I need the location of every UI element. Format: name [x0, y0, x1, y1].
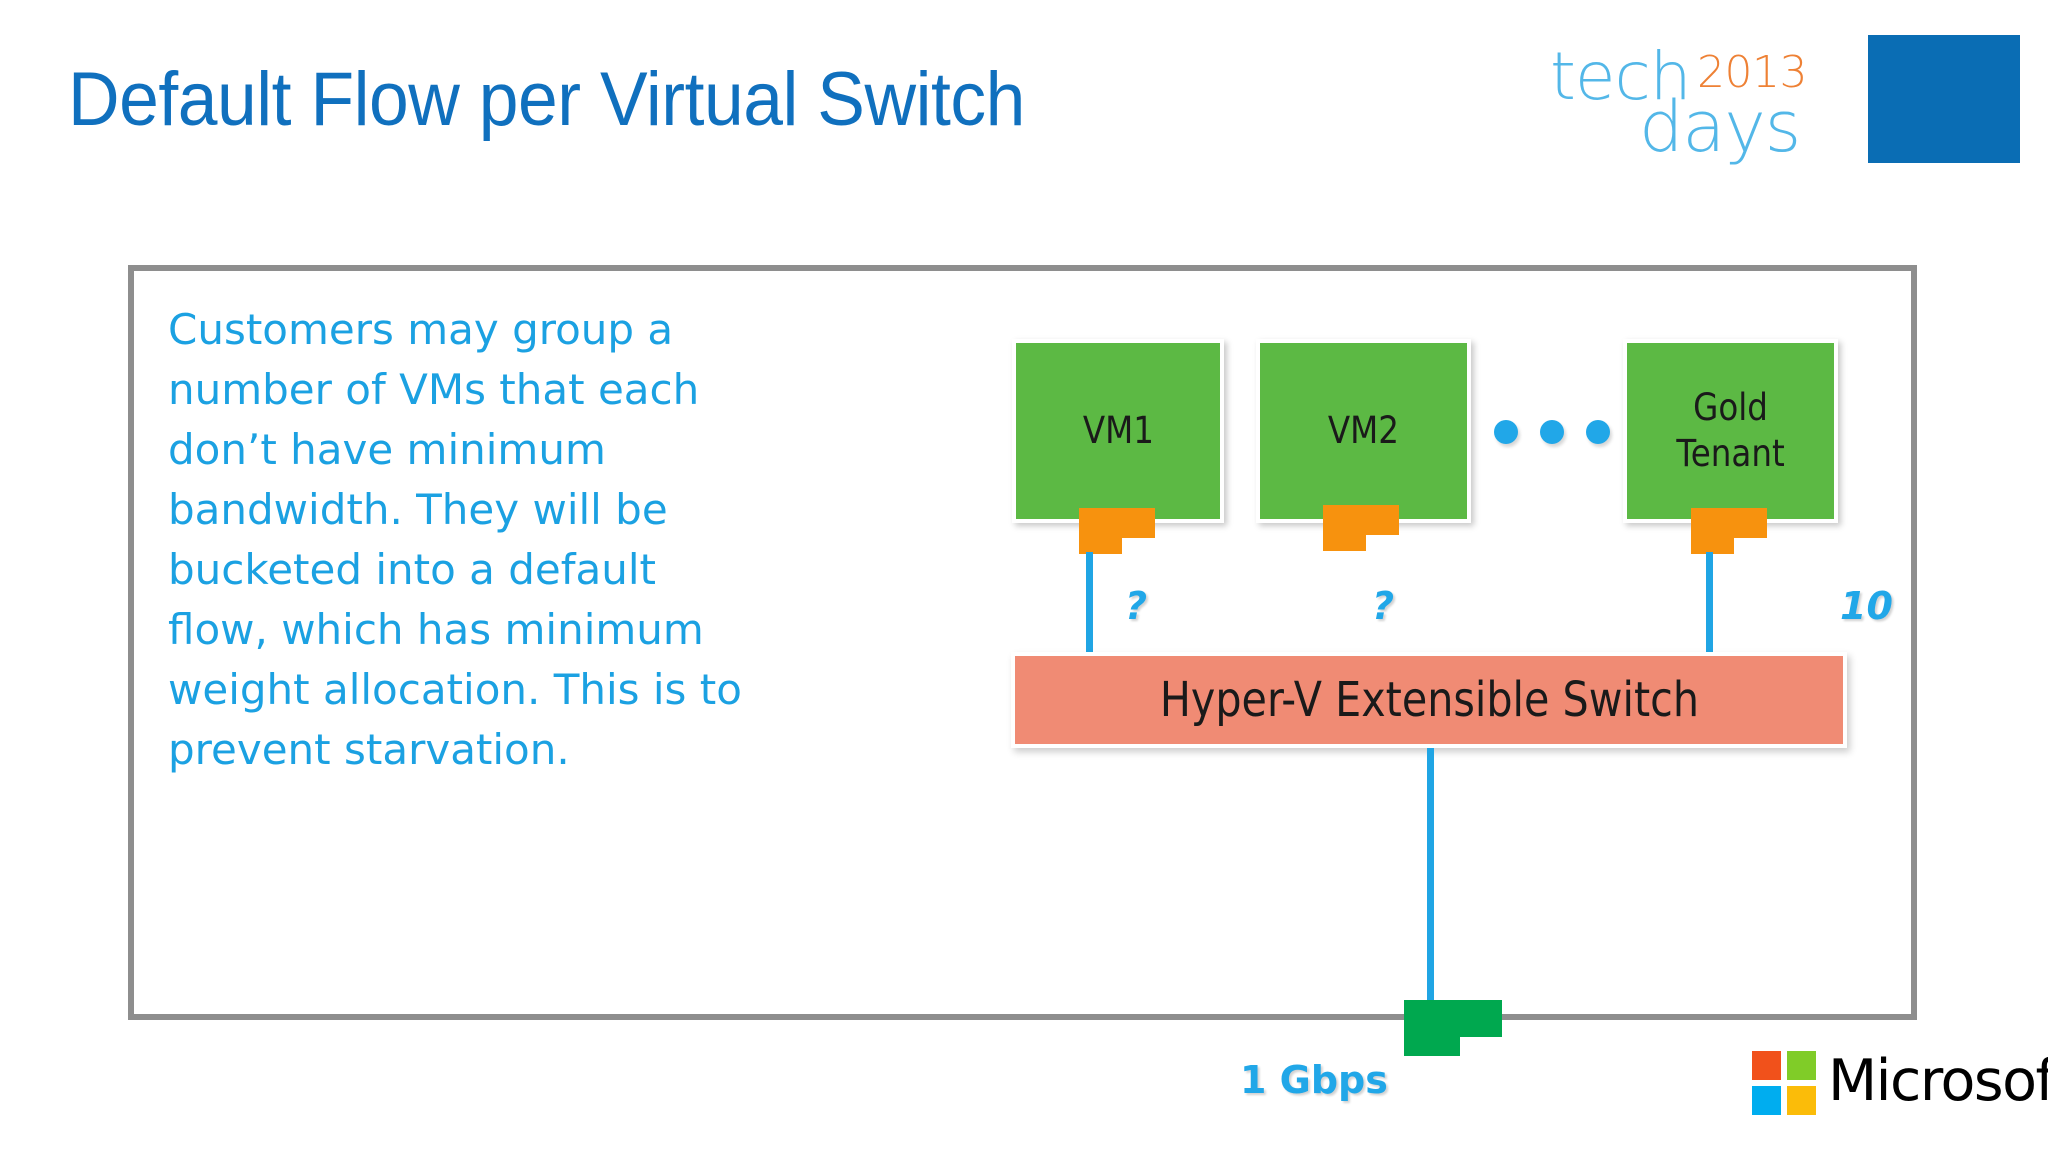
weight-label-vm2: ? [1372, 584, 1395, 628]
vm-box-label-line2: Tenant [1676, 432, 1785, 475]
techdays-logo-tech: tech [1550, 38, 1692, 115]
vm-box-label: VM1 [1082, 409, 1154, 452]
uplink-bandwidth-label: 1 Gbps [1240, 1058, 1388, 1102]
connection-line-vm1 [1086, 552, 1093, 656]
microsoft-wordmark: Microsoft [1828, 1048, 2048, 1114]
microsoft-square-orange [1752, 1051, 1781, 1080]
techdays-logo-days: days [1639, 86, 1801, 168]
vm-box-label-line1: Gold [1693, 386, 1768, 429]
vnic-icon-gold-tenant [1691, 508, 1767, 554]
techdays-logo-year: 2013 [1697, 47, 1807, 98]
pnic-tab [1404, 1037, 1460, 1056]
vm-box-vm1: VM1 [1012, 339, 1224, 523]
vm-box-label: VM2 [1327, 409, 1400, 452]
vm-box-gold-tenant: Gold Tenant [1623, 339, 1838, 523]
microsoft-logo: Microsoft [1752, 1048, 2048, 1120]
hyperv-switch-label: Hyper-V Extensible Switch [1159, 672, 1699, 728]
ellipsis-dot [1494, 420, 1518, 444]
vnic-icon-vm2 [1323, 505, 1399, 551]
vnic-tab [1079, 538, 1122, 554]
body-paragraph: Customers may group a number of VMs that… [168, 305, 742, 774]
vnic-body [1079, 508, 1155, 538]
ellipsis-dot [1540, 420, 1564, 444]
pnic-body [1404, 1000, 1502, 1037]
vnic-tab [1691, 538, 1734, 554]
ellipsis-dot [1586, 420, 1610, 444]
vnic-tab [1323, 535, 1366, 551]
vnic-body [1691, 508, 1767, 538]
content-frame [128, 265, 1917, 1020]
connection-line-gold-tenant [1706, 552, 1713, 656]
hyperv-switch-bar: Hyper-V Extensible Switch [1011, 652, 1847, 748]
vnic-icon-vm1 [1079, 508, 1155, 554]
microsoft-square-yellow [1787, 1086, 1816, 1115]
techdays-logo: tech 2013 days [1550, 30, 1840, 170]
microsoft-square-blue [1752, 1086, 1781, 1115]
page-title: Default Flow per Virtual Switch [68, 57, 1025, 142]
microsoft-logo-squares [1752, 1051, 1816, 1115]
weight-label-vm1: ? [1125, 584, 1148, 628]
connection-line-uplink [1427, 748, 1434, 1004]
microsoft-square-green [1787, 1051, 1816, 1080]
ellipsis-dots [1494, 420, 1610, 446]
weight-label-gold-tenant: 10 [1840, 584, 1893, 628]
physical-nic-icon [1404, 1000, 1502, 1056]
vm-box-vm2: VM2 [1256, 339, 1471, 523]
vnic-body [1323, 505, 1399, 535]
techdays-logo-square [1868, 35, 2020, 163]
